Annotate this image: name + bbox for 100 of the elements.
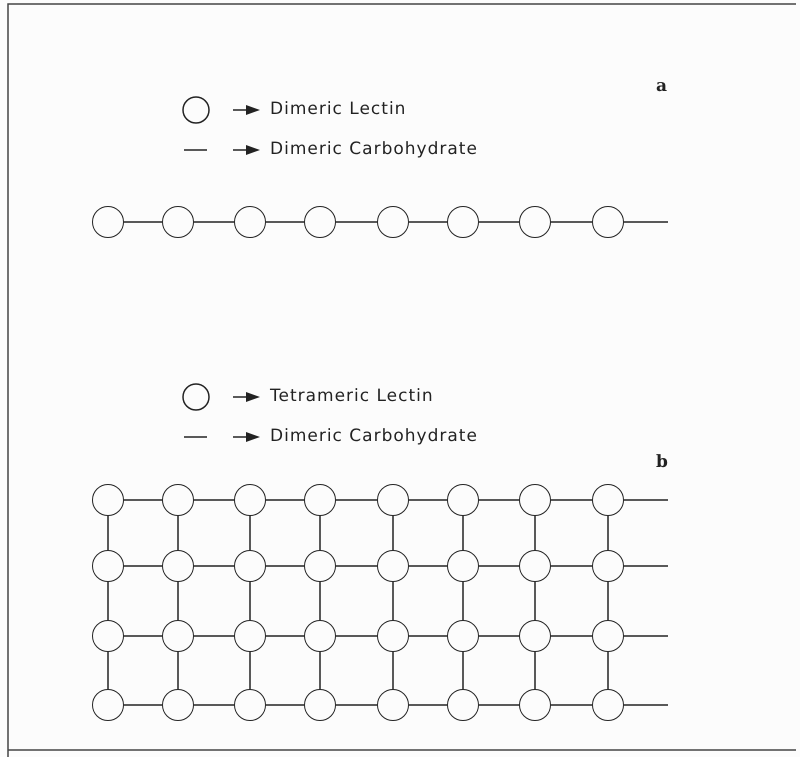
- circle-node: [234, 206, 266, 238]
- connector-line: [336, 499, 377, 501]
- circle-node: [304, 689, 336, 721]
- connector-line: [392, 516, 394, 550]
- connector-line: [534, 652, 536, 689]
- legend-text: Tetrameric Lectin: [270, 386, 434, 406]
- circle-node: [162, 206, 194, 238]
- connector-line: [177, 582, 179, 620]
- circle-node: [592, 550, 624, 582]
- circle-node: [92, 550, 124, 582]
- connector-line: [624, 704, 668, 706]
- connector-line: [249, 582, 251, 620]
- connector-line: [551, 635, 592, 637]
- circle-node: [304, 550, 336, 582]
- circle-node: [92, 689, 124, 721]
- circle-node: [519, 620, 551, 652]
- connector-line: [249, 652, 251, 689]
- connector-line: [479, 499, 519, 501]
- connector-line: [409, 635, 447, 637]
- panel-label: b: [656, 452, 669, 472]
- connector-line: [124, 499, 162, 501]
- circle-node: [519, 206, 551, 238]
- connector-line: [607, 582, 609, 620]
- connector-line: [607, 516, 609, 550]
- connector-line: [479, 565, 519, 567]
- circle-node: [592, 206, 624, 238]
- circle-node: [304, 620, 336, 652]
- connector-line: [194, 221, 234, 223]
- connector-line: [462, 516, 464, 550]
- circle-node: [234, 689, 266, 721]
- circle-node: [162, 620, 194, 652]
- connector-line: [107, 582, 109, 620]
- connector-line: [392, 652, 394, 689]
- connector-line: [551, 221, 592, 223]
- connector-line: [336, 635, 377, 637]
- connector-line: [479, 704, 519, 706]
- connector-line: [124, 221, 162, 223]
- circle-node: [234, 620, 266, 652]
- connector-line: [551, 704, 592, 706]
- legend-text: Dimeric Lectin: [270, 99, 406, 119]
- connector-line: [266, 635, 304, 637]
- circle-node: [162, 689, 194, 721]
- circle-node: [304, 206, 336, 238]
- circle-node: [519, 550, 551, 582]
- connector-line: [194, 565, 234, 567]
- connector-line: [409, 499, 447, 501]
- circle-node: [377, 689, 409, 721]
- circle-node: [377, 620, 409, 652]
- connector-line: [107, 652, 109, 689]
- circle-node: [162, 484, 194, 516]
- connector-line: [194, 499, 234, 501]
- connector-line: [124, 565, 162, 567]
- connector-line: [551, 565, 592, 567]
- circle-node: [304, 484, 336, 516]
- connector-line: [124, 704, 162, 706]
- circle-node: [234, 484, 266, 516]
- connector-line: [266, 565, 304, 567]
- circle-node: [519, 484, 551, 516]
- circle-node: [592, 689, 624, 721]
- connector-line: [336, 565, 377, 567]
- circle-node: [92, 484, 124, 516]
- legend-text: Dimeric Carbohydrate: [270, 139, 478, 159]
- connector-line: [624, 221, 668, 223]
- connector-line: [177, 516, 179, 550]
- connector-line: [462, 582, 464, 620]
- connector-line: [534, 582, 536, 620]
- circle-node: [377, 550, 409, 582]
- connector-line: [479, 221, 519, 223]
- legend-text: Dimeric Carbohydrate: [270, 426, 478, 446]
- connector-line: [479, 635, 519, 637]
- circle-node: [519, 689, 551, 721]
- circle-node: [377, 484, 409, 516]
- circle-node: [592, 484, 624, 516]
- circle-node: [92, 206, 124, 238]
- connector-line: [409, 704, 447, 706]
- connector-line: [551, 499, 592, 501]
- connector-line: [409, 221, 447, 223]
- connector-line: [107, 516, 109, 550]
- circle-node: [447, 620, 479, 652]
- circle-node: [447, 484, 479, 516]
- connector-line: [624, 565, 668, 567]
- connector-line: [607, 652, 609, 689]
- connector-line: [409, 565, 447, 567]
- connector-line: [177, 652, 179, 689]
- connector-line: [392, 582, 394, 620]
- connector-line: [624, 499, 668, 501]
- connector-line: [462, 652, 464, 689]
- connector-line: [624, 635, 668, 637]
- circle-node: [377, 206, 409, 238]
- connector-line: [336, 704, 377, 706]
- circle-node: [162, 550, 194, 582]
- connector-line: [336, 221, 377, 223]
- connector-line: [319, 516, 321, 550]
- connector-line: [319, 582, 321, 620]
- circle-node: [447, 689, 479, 721]
- connector-line: [534, 516, 536, 550]
- connector-line: [194, 704, 234, 706]
- connector-line: [266, 704, 304, 706]
- circle-node: [234, 550, 266, 582]
- connector-line: [266, 221, 304, 223]
